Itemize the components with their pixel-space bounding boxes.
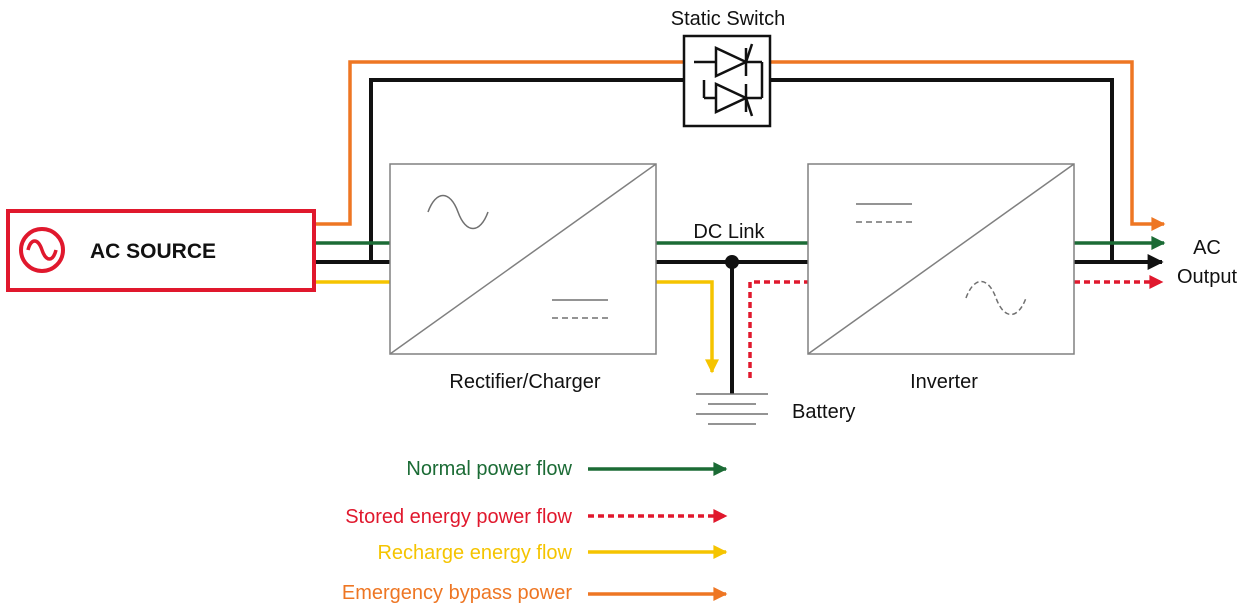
legend-label: Recharge energy flow — [377, 542, 572, 564]
inverter — [807, 163, 1075, 355]
ac-source-label: AC SOURCE — [90, 240, 216, 263]
dc-symbol-icon — [856, 203, 912, 223]
static-switch-label: Static Switch — [671, 8, 785, 30]
dc-link-label: DC Link — [693, 221, 765, 243]
legend-item-normal: Normal power flow — [406, 458, 728, 480]
rectifier-charger — [389, 163, 657, 355]
static-switch — [682, 34, 772, 128]
ac-source-box — [6, 209, 316, 292]
ac-output-label-line1: AC — [1193, 237, 1221, 259]
static-switch-box — [682, 34, 772, 128]
legend-item-bypass: Emergency bypass power — [342, 582, 728, 604]
ac-wave-icon — [427, 194, 489, 230]
inverter-diagonal — [807, 163, 1075, 355]
dc-link-node — [725, 255, 739, 269]
ac-source-icon — [19, 227, 65, 273]
legend-label: Emergency bypass power — [342, 582, 572, 604]
inverter-label: Inverter — [910, 371, 978, 393]
ac-source: AC SOURCE — [6, 209, 316, 292]
legend-label: Normal power flow — [406, 458, 572, 480]
battery-label: Battery — [792, 401, 855, 423]
rectifier-label: Rectifier/Charger — [449, 371, 601, 393]
thyristor-icon — [694, 43, 764, 117]
legend: Normal power flow Stored energy power fl… — [342, 458, 728, 604]
legend-item-stored: Stored energy power flow — [345, 506, 728, 528]
dc-symbol-icon — [552, 299, 608, 319]
ac-output-label-line2: Output — [1177, 266, 1237, 288]
rectifier-diagonal — [389, 163, 657, 355]
legend-item-recharge: Recharge energy flow — [377, 542, 728, 564]
battery-icon — [696, 393, 768, 425]
legend-label: Stored energy power flow — [345, 506, 572, 528]
